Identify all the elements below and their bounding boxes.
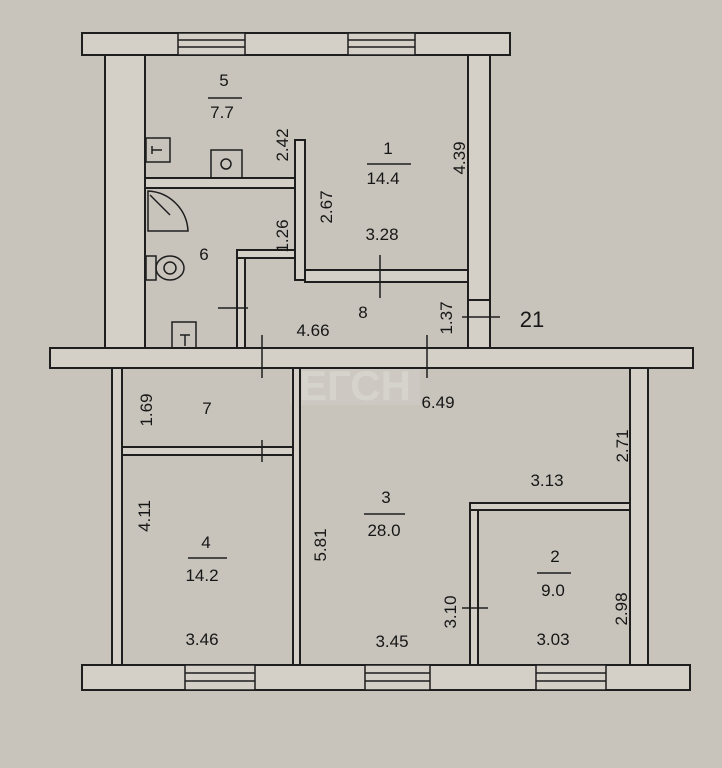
dimension: 1.26 [273, 219, 292, 252]
watermark: ЕГСН [299, 362, 411, 409]
wall-room6-right [236, 257, 246, 349]
room-number: 1 [383, 139, 392, 158]
room-4: 4.11 4 14.2 3.46 [135, 500, 227, 649]
room-number: 2 [550, 547, 559, 566]
dimension: 4.39 [450, 141, 469, 174]
room-8: 8 4.66 1.37 [296, 301, 456, 340]
dimension: 3.46 [185, 630, 218, 649]
shower-icon [147, 190, 189, 232]
fixtures [145, 137, 243, 349]
wall-room2-top [469, 502, 631, 511]
room-area: 7.7 [210, 103, 234, 122]
stove-icon [210, 149, 243, 179]
dimension: 3.10 [441, 595, 460, 628]
room-area: 14.4 [366, 169, 399, 188]
room-7: 7 1.69 [137, 393, 212, 426]
unit-number: 21 [520, 307, 544, 332]
wall-room1-bottom [304, 269, 469, 283]
room-area: 14.2 [185, 566, 218, 585]
room-area: 28.0 [367, 521, 400, 540]
dimension: 2.67 [317, 190, 336, 223]
window [535, 664, 607, 691]
dimension: 3.45 [375, 632, 408, 651]
room-number: 3 [381, 488, 390, 507]
room-number: 4 [201, 533, 210, 552]
window [177, 32, 246, 56]
toilet-icon [145, 255, 185, 281]
room-number: 5 [219, 71, 228, 90]
dimension: 3.28 [365, 225, 398, 244]
walls [49, 32, 694, 691]
room-6: 6 1.26 [199, 219, 292, 264]
sink-icon [145, 137, 171, 163]
left-lower-wall [111, 367, 123, 666]
dimension: 6.49 [421, 393, 454, 412]
dimension: 2.42 [273, 128, 292, 161]
window [184, 664, 256, 691]
wall-room7-bottom [121, 446, 294, 456]
window [364, 664, 431, 691]
dimension: 2.71 [613, 429, 632, 462]
dimension: 1.37 [437, 301, 456, 334]
watermark-box [290, 365, 420, 405]
room-3: 6.49 2.71 3.13 3 28.0 5.81 3.45 [311, 393, 632, 651]
wall-room4-right [292, 367, 301, 666]
dimension: 2.98 [612, 592, 631, 625]
room-number: 6 [199, 245, 208, 264]
sink-icon [171, 321, 197, 349]
dimension: 4.66 [296, 321, 329, 340]
room-2: 2 9.0 2.98 3.03 3.10 [441, 547, 631, 649]
wall-room2-left [469, 502, 479, 666]
dimension: 1.69 [137, 393, 156, 426]
doors [218, 255, 500, 609]
window [347, 32, 416, 56]
room-number: 8 [358, 303, 367, 322]
dimension: 3.13 [530, 471, 563, 490]
wall-room6-right-top [236, 249, 296, 259]
middle-wall [49, 347, 694, 369]
room-5: 5 7.7 2.42 [208, 71, 292, 162]
right-lower-wall [629, 367, 649, 666]
top-outer-wall [81, 32, 511, 56]
wall-room1-left [294, 139, 306, 281]
wall-room5-bottom [144, 177, 298, 189]
dimension: 4.11 [135, 500, 154, 532]
left-upper-wall [104, 54, 146, 349]
dimension: 5.81 [311, 528, 330, 561]
windows [177, 32, 607, 691]
room-area: 9.0 [541, 581, 565, 600]
entrance-door-frame [467, 299, 491, 349]
dimension: 3.03 [536, 630, 569, 649]
room-1: 1 14.4 4.39 2.67 3.28 [317, 139, 469, 244]
room-number: 7 [202, 399, 211, 418]
